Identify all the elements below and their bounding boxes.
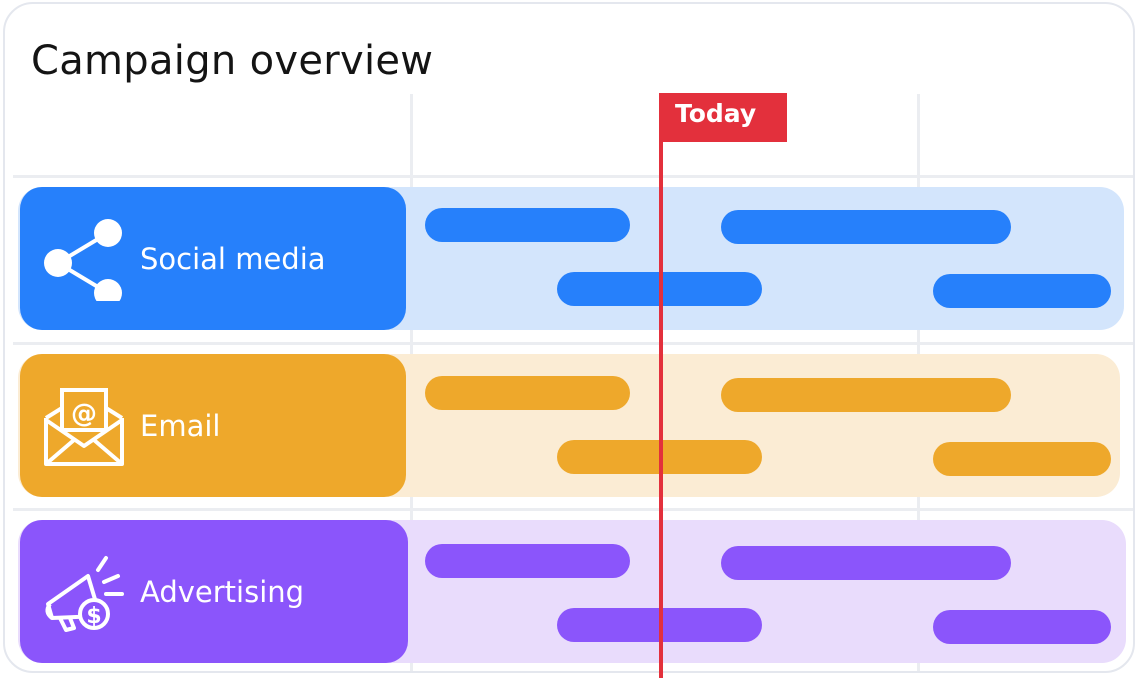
today-marker-line [659,94,663,678]
page-title: Campaign overview [31,38,434,84]
grid-line-horizontal [13,175,1133,178]
row-label-social-media: Social media [20,187,406,330]
row-label-advertising: $ Advertising [20,520,408,663]
timeline-bar [425,208,630,242]
today-label: Today [675,99,757,128]
timeline-bar [721,546,1011,580]
timeline-bar [425,544,630,578]
timeline-bar [933,442,1111,476]
timeline-bar [425,376,630,410]
grid-line-horizontal [13,508,1133,511]
share-icon [42,217,126,301]
timeline-bar [721,378,1011,412]
today-flag: Today [659,93,787,142]
grid-line-horizontal [13,342,1133,345]
timeline-bar [933,274,1111,308]
timeline-bar [721,210,1011,244]
timeline-bar [933,610,1111,644]
row-label-email: @ Email [20,354,406,497]
svg-text:@: @ [71,399,97,429]
megaphone-dollar-icon: $ [42,550,126,634]
row-label-text: Advertising [140,574,305,609]
row-label-text: Social media [140,241,326,276]
svg-text:$: $ [86,604,101,629]
envelope-at-icon: @ [42,384,126,468]
campaign-overview-card: Campaign overview Social media @ [3,2,1135,673]
row-label-text: Email [140,408,221,443]
